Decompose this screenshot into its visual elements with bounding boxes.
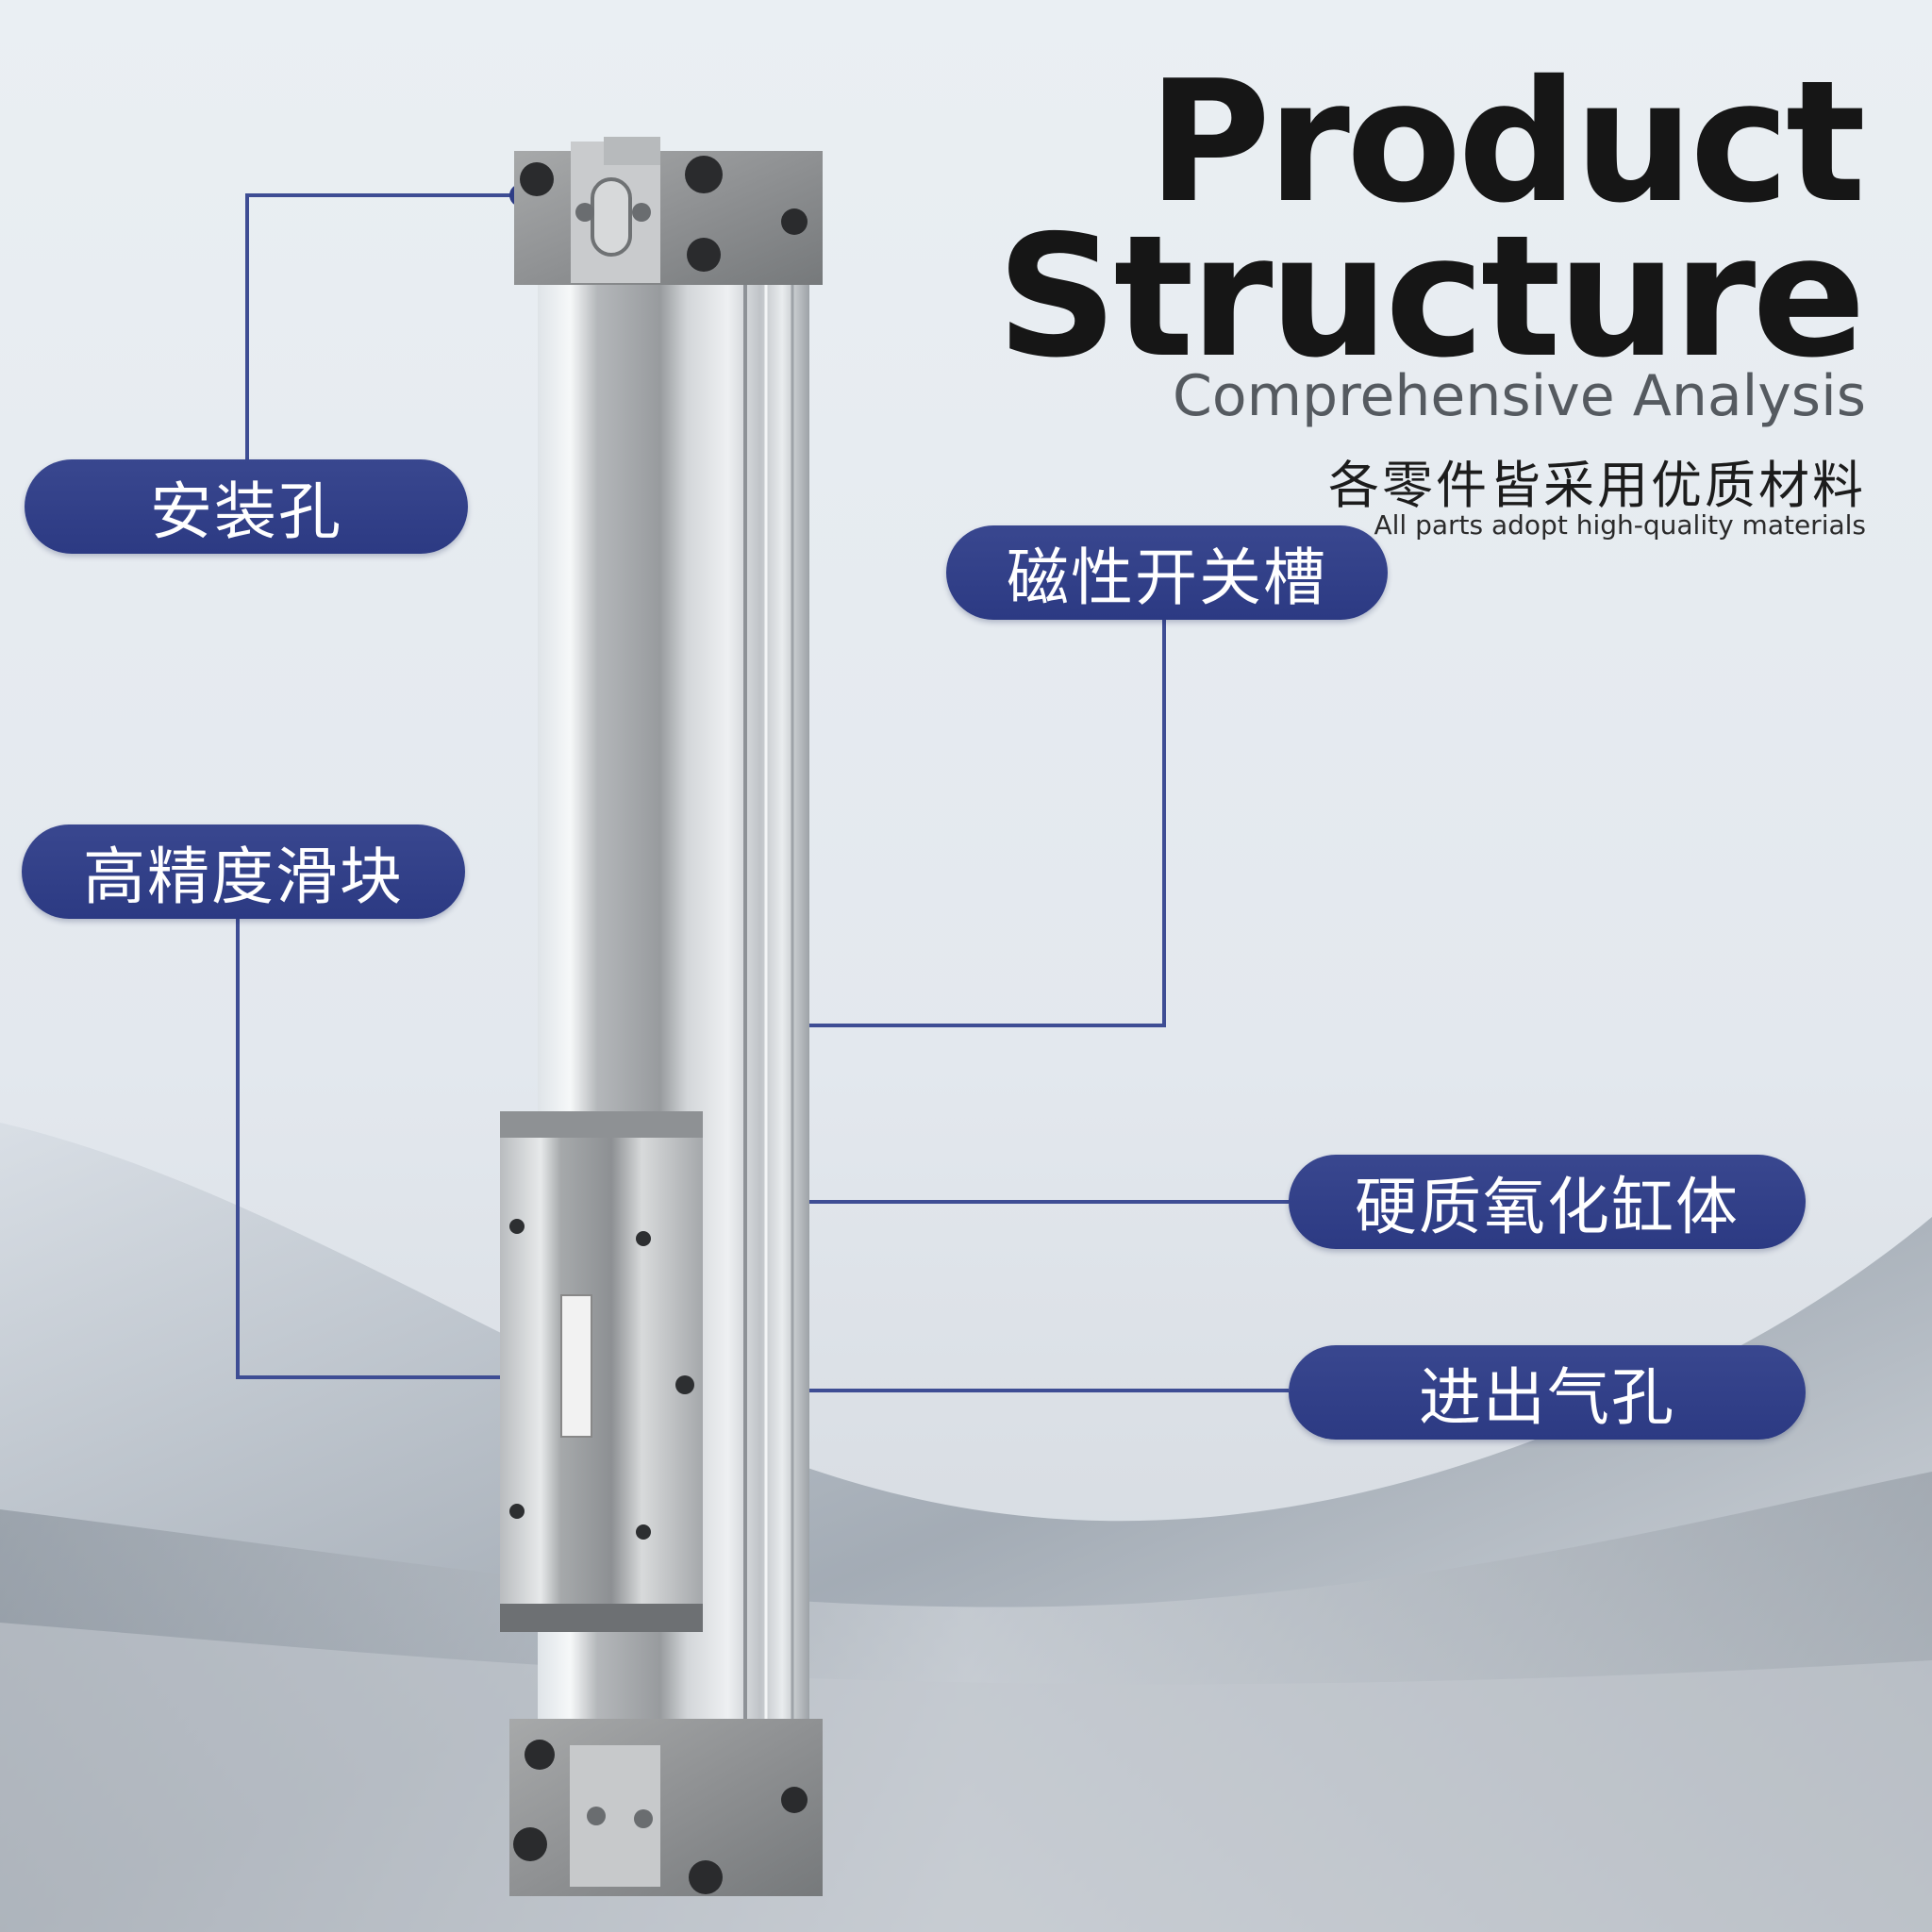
callout-mounting-hole: 安装孔 — [25, 459, 468, 554]
tagline-english: All parts adopt high-quality materials — [1374, 509, 1866, 541]
callout-slider: 高精度滑块 — [22, 824, 465, 919]
tagline-chinese: 各零件皆采用优质材料 — [1328, 456, 1866, 515]
callout-cylinder-body: 硬质氧化缸体 — [1289, 1155, 1806, 1249]
title-line-2: Structure — [996, 199, 1866, 394]
callout-magnetic-switch-slot: 磁性开关槽 — [946, 525, 1388, 620]
subtitle: Comprehensive Analysis — [1173, 363, 1866, 429]
callout-air-port: 进出气孔 — [1289, 1345, 1806, 1440]
title-line-1: Product — [1147, 44, 1866, 240]
